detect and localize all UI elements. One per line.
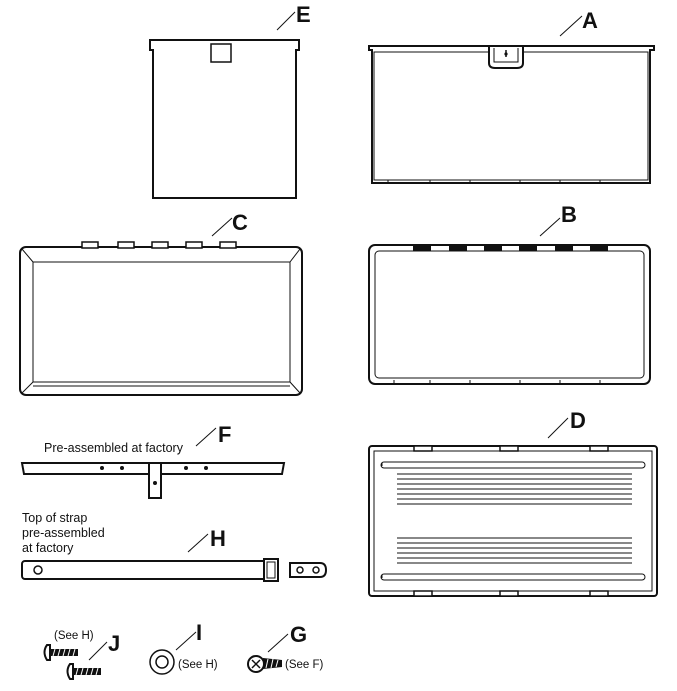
- phillips-screw-icon: [247, 655, 282, 673]
- part-h-label: H: [210, 526, 226, 551]
- part-i: (See H) I: [149, 620, 218, 675]
- part-g: (See F) G: [247, 622, 324, 673]
- part-e-label: E: [296, 2, 311, 27]
- part-g-label: G: [290, 622, 307, 647]
- part-e: E: [149, 2, 311, 199]
- part-j-note: (See H): [54, 630, 94, 642]
- part-d-label: D: [570, 408, 586, 433]
- part-h-note-1: Top of strap: [22, 511, 87, 525]
- part-h-note-2: pre-assembled: [22, 526, 105, 540]
- part-i-note: (See H): [178, 659, 218, 671]
- part-a: A: [368, 8, 655, 184]
- screw-icon: [43, 644, 78, 661]
- screw-icon: [66, 663, 101, 680]
- part-f: Pre-assembled at factory F: [20, 422, 286, 499]
- part-d: D: [368, 408, 658, 597]
- part-h: Top of strap pre-assembled at factory H: [21, 511, 328, 582]
- part-j: (See H) J: [43, 630, 120, 680]
- part-c-label: C: [232, 210, 248, 235]
- part-f-note: Pre-assembled at factory: [44, 441, 184, 455]
- washer-icon: [149, 649, 175, 675]
- part-h-note-3: at factory: [22, 541, 74, 555]
- part-i-label: I: [196, 620, 202, 645]
- part-j-label: J: [108, 631, 120, 656]
- part-a-label: A: [582, 8, 598, 33]
- part-f-label: F: [218, 422, 231, 447]
- part-c: C: [19, 210, 303, 396]
- part-g-note: (See F): [285, 659, 324, 671]
- part-b: B: [368, 202, 651, 385]
- part-b-label: B: [561, 202, 577, 227]
